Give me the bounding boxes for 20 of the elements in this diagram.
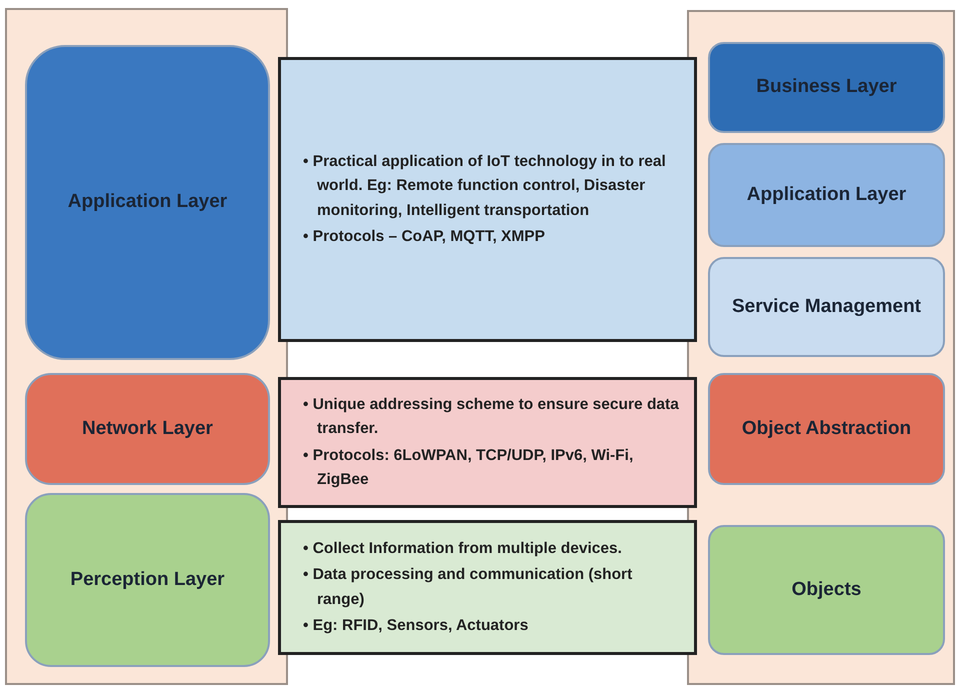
layer-block: Objects — [708, 525, 945, 655]
layer-block: Application Layer — [708, 143, 945, 247]
bullet-text: • Protocols: 6LoWPAN, TCP/UDP, IPv6, Wi-Fi, ZigBee — [303, 446, 634, 490]
layer-block: Business Layer — [708, 42, 945, 133]
description-box — [278, 57, 697, 342]
description-box — [278, 520, 697, 655]
layer-block: Network Layer — [25, 373, 270, 485]
bullet-text: • Practical application of IoT technology in to real world. Eg: Remote function control, Disaster monitoring, Intelligent transportation — [303, 152, 667, 220]
panel-background — [5, 8, 288, 685]
panel-background — [687, 10, 955, 685]
description-box — [278, 377, 697, 508]
bullet-text: • Unique addressing scheme to ensure secure data transfer. — [303, 395, 680, 440]
layer-block: Application Layer — [25, 45, 270, 360]
layer-block: Service Management — [708, 257, 945, 357]
bullet-text: • Protocols – CoAP, MQTT, XMPP — [303, 226, 546, 247]
layer-block: Object Abstraction — [708, 373, 945, 485]
layer-block: Perception Layer — [25, 493, 270, 667]
bullet-text: • Data processing and communication (short range) — [303, 565, 634, 610]
bullet-text: • Collect Information from multiple devices. — [303, 539, 623, 560]
bullet-text: • Eg: RFID, Sensors, Actuators — [303, 616, 530, 636]
